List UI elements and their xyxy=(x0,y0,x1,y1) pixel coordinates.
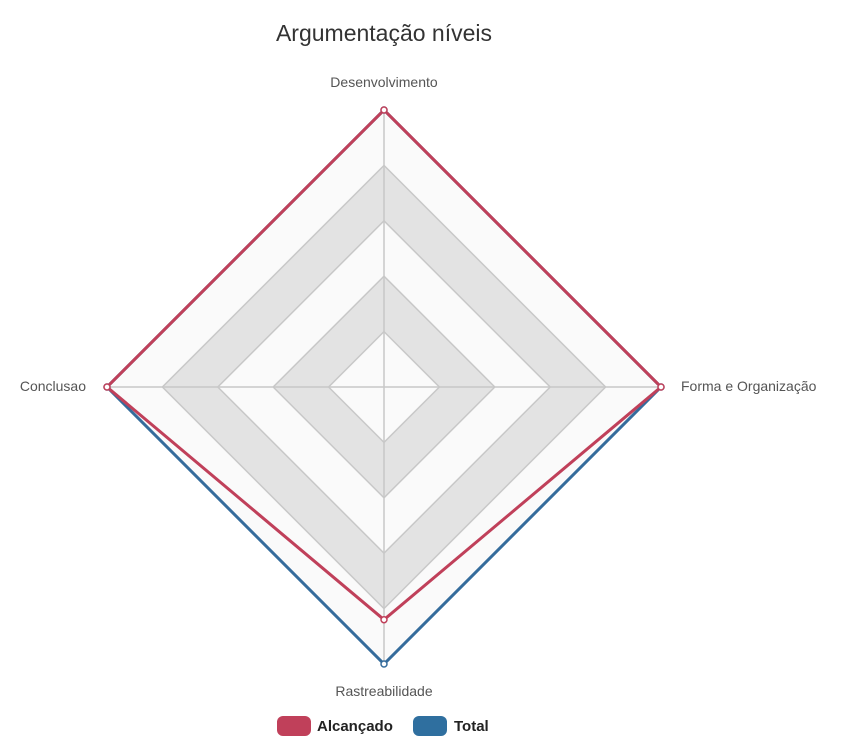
legend-label-alcancado: Alcançado xyxy=(317,718,393,735)
point-alcancado-conclusao[interactable] xyxy=(103,383,111,391)
chart-title: Argumentação níveis xyxy=(276,20,492,46)
points-layer xyxy=(103,106,665,668)
axis-label-desenvolvimento: Desenvolvimento xyxy=(330,74,438,90)
point-alcancado-forma-e-organizacao[interactable] xyxy=(657,383,665,391)
point-alcancado-rastreabilidade[interactable] xyxy=(380,615,388,624)
legend-swatch-alcancado xyxy=(277,716,311,736)
axis-label-conclusao: Conclusao xyxy=(20,378,86,394)
legend-label-total: Total xyxy=(454,718,489,735)
legend-item-alcancado[interactable]: Alcançado xyxy=(277,716,393,736)
axis-label-rastreabilidade: Rastreabilidade xyxy=(335,683,432,699)
axis-label-forma-e-organizacao: Forma e Organização xyxy=(681,378,817,394)
legend-item-total[interactable]: Total xyxy=(413,716,489,736)
grid-spokes xyxy=(107,110,661,664)
point-alcancado-desenvolvimento[interactable] xyxy=(380,106,388,114)
legend-swatch-total xyxy=(413,716,447,736)
legend: Alcançado Total xyxy=(277,716,489,736)
point-total-rastreabilidade[interactable] xyxy=(380,660,388,668)
